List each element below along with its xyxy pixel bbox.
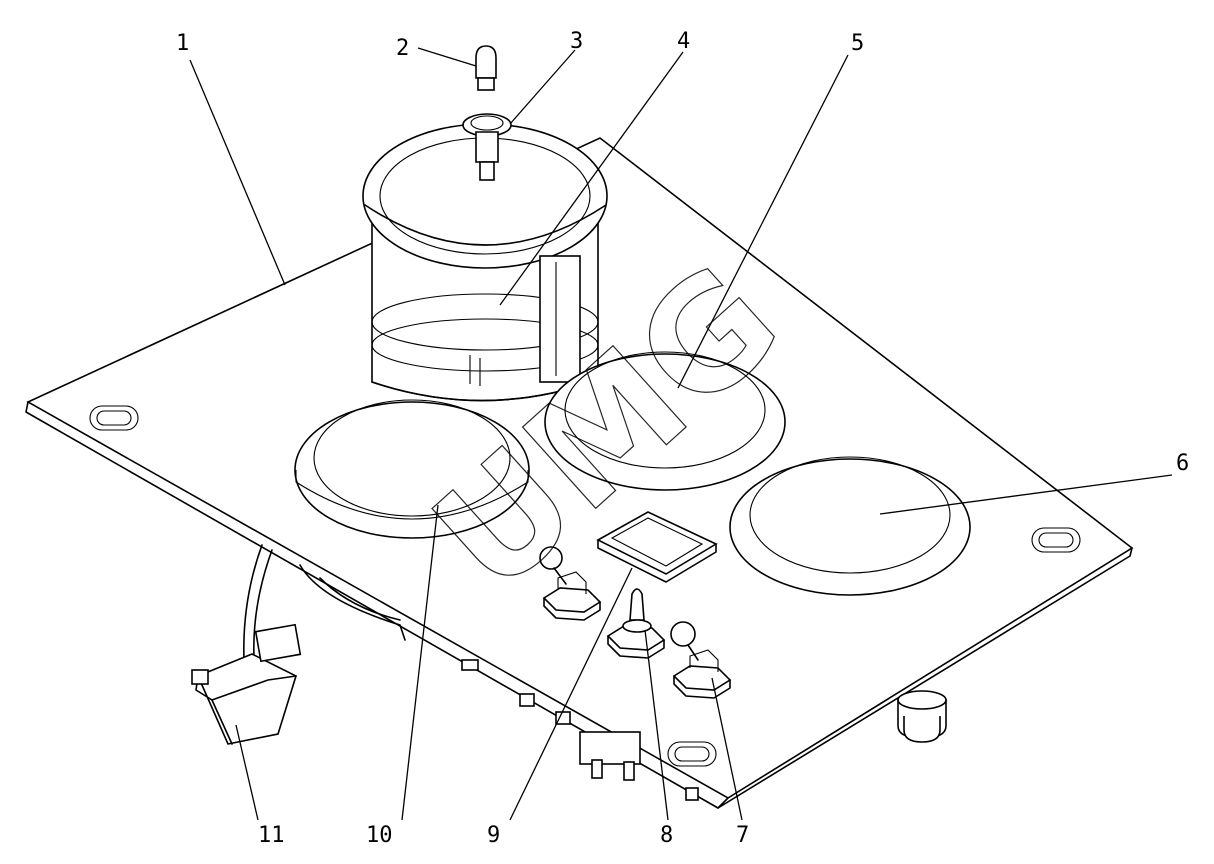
callout-4: 4 [677, 29, 690, 54]
callout-7: 7 [736, 823, 749, 848]
callout-8: 8 [660, 823, 673, 848]
mounting-slot [1031, 527, 1081, 553]
callout-5: 5 [851, 31, 864, 56]
callout-2: 2 [396, 36, 409, 61]
indicator-light [596, 511, 718, 583]
gauge-bezel-6 [729, 456, 971, 596]
mounting-slot [667, 741, 717, 767]
callout-1: 1 [176, 31, 189, 56]
cable-connector [191, 544, 302, 745]
under-plate-parts [299, 564, 947, 801]
callout-10: 10 [366, 823, 393, 848]
gauge-bezel-10 [294, 399, 530, 539]
callout-6: 6 [1176, 451, 1189, 476]
gauge-bezel-5 [544, 351, 786, 491]
toggle-switch-middle [606, 588, 666, 659]
callout-labels: 1 2 3 4 5 6 7 8 9 10 11 [176, 29, 1189, 848]
toggle-switch-left [539, 546, 602, 621]
lamp-holder [462, 113, 512, 181]
toggle-switch-right [670, 621, 732, 699]
mounting-slot [89, 405, 139, 431]
lamp-bulb [475, 45, 497, 91]
leader-lines [189, 47, 1173, 821]
callout-11: 11 [258, 823, 285, 848]
callout-9: 9 [487, 823, 500, 848]
callout-3: 3 [570, 29, 583, 54]
